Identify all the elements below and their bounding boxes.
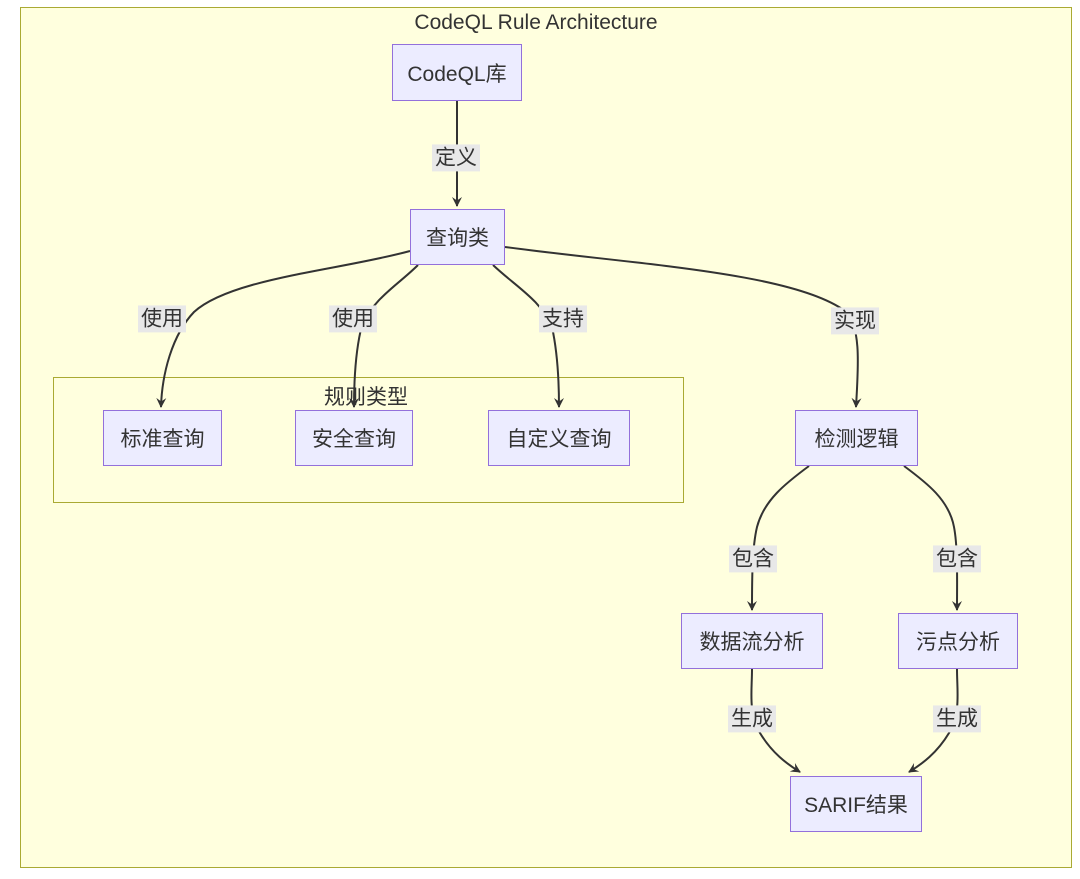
edge-detection-logic-to-taint-analysis — [903, 465, 963, 611]
edge-dataflow-analysis-to-sarif-results — [750, 668, 801, 773]
edge-query-class-to-standard-query — [156, 250, 411, 408]
node-codeql-library: CodeQL库 — [392, 44, 522, 101]
edge-label-contains-2: 包含 — [933, 545, 981, 573]
node-query-class: 查询类 — [410, 209, 505, 265]
node-standard-query: 标准查询 — [103, 410, 222, 466]
edge-label-generates-2: 生成 — [933, 705, 981, 733]
edge-query-class-to-detection-logic — [504, 246, 862, 408]
edge-label-uses-2: 使用 — [329, 305, 377, 333]
edge-label-defines: 定义 — [432, 144, 480, 172]
node-security-query: 安全查询 — [295, 410, 413, 466]
diagram-title: CodeQL Rule Architecture — [414, 11, 658, 34]
edge-query-class-to-security-query — [349, 264, 419, 408]
node-custom-query: 自定义查询 — [488, 410, 630, 466]
edge-label-contains-1: 包含 — [729, 545, 777, 573]
edge-query-class-to-custom-query — [492, 264, 564, 408]
subgraph-rule-types-label: 规则类型 — [324, 386, 408, 409]
node-sarif-results: SARIF结果 — [790, 776, 922, 832]
node-detection-logic: 检测逻辑 — [795, 410, 918, 466]
edge-label-uses-1: 使用 — [138, 305, 186, 333]
edge-detection-logic-to-dataflow-analysis — [747, 465, 810, 611]
subgraph-rule-types-box — [53, 377, 684, 503]
edge-label-supports: 支持 — [539, 305, 587, 333]
edge-label-generates-1: 生成 — [728, 705, 776, 733]
edge-taint-analysis-to-sarif-results — [908, 668, 959, 773]
node-dataflow-analysis: 数据流分析 — [681, 613, 823, 669]
node-taint-analysis: 污点分析 — [898, 613, 1018, 669]
edge-label-implements: 实现 — [831, 307, 879, 335]
